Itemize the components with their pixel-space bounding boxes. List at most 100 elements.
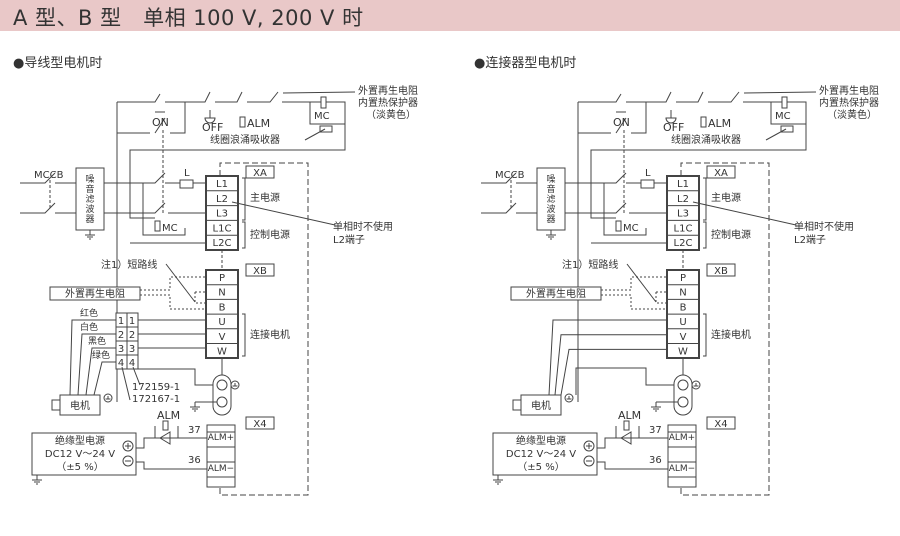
xa-terminal-L1: L1 (216, 179, 228, 190)
mc-label: MC (623, 223, 639, 234)
driver-enclosure (680, 162, 770, 496)
wire (597, 461, 668, 470)
noise-filter-label: 音 (85, 183, 94, 195)
fg-screw-icon (216, 379, 228, 391)
wire (20, 202, 56, 214)
isolated-psu-label: DC12 V～24 V (45, 449, 115, 460)
wire (481, 202, 517, 214)
ext-regen-resistor-box (49, 286, 141, 301)
wire (631, 102, 647, 134)
wire (140, 276, 206, 291)
ext-regen-note: 内置热保护器 (819, 96, 879, 109)
mc-contactor-icon (615, 220, 622, 232)
xa-label-box (706, 165, 736, 179)
xb-terminal-B: B (680, 302, 687, 313)
xb-terminal-P: P (680, 273, 686, 284)
alm-relay-icon (162, 420, 169, 431)
noise-filter-label: 波 (85, 203, 94, 215)
wire (601, 276, 667, 291)
xb-terminal-P: P (219, 273, 225, 284)
wire (117, 93, 161, 103)
motor-label: 电机 (70, 399, 90, 412)
motor-shaft (512, 399, 522, 411)
isolated-psu-label: DC12 V～24 V (506, 449, 576, 460)
surge-absorber-icon (780, 125, 794, 133)
main-power-label: 主电源 (711, 191, 741, 204)
ext-regen-resistor-box (510, 286, 602, 301)
wire (703, 177, 707, 221)
xa-terminal-L3: L3 (216, 209, 228, 220)
x4-label-box (245, 416, 275, 430)
wire (565, 202, 627, 214)
pin-36-label: 36 (649, 455, 662, 466)
isolated-psu-label: 绝缘型电源 (516, 434, 566, 447)
wire (247, 91, 279, 103)
noise-filter-label: 器 (85, 214, 94, 225)
xa-terminal-L1: L1 (677, 179, 689, 190)
wire (770, 102, 806, 125)
xa-terminal-L2: L2 (216, 194, 228, 205)
alm-relay-icon (700, 116, 707, 128)
xb-label: XB (253, 266, 267, 277)
wire (165, 263, 196, 303)
wire (626, 91, 672, 103)
short-wire-label: 注1）短路线 (562, 258, 618, 271)
isolated-psu-label: （±5 %） (517, 461, 564, 473)
connector-pin-label: 4 (129, 358, 135, 369)
xb-terminal-U: U (679, 317, 686, 328)
mc-coil-icon (320, 96, 327, 109)
wire (136, 461, 207, 470)
wire (154, 117, 166, 134)
control-power-label: 控制电源 (250, 228, 290, 241)
ground-wire (575, 367, 674, 395)
xa-label: XA (714, 168, 728, 179)
wire (692, 201, 797, 226)
alm-label: ALM (708, 117, 731, 130)
motor-shaft (51, 399, 61, 411)
wire (104, 172, 166, 184)
ext-regen-resistor-label: 外置再生电阻 (526, 287, 586, 300)
wire (132, 366, 141, 386)
wire-color-label: 黑色 (88, 335, 106, 347)
wire (242, 221, 246, 249)
coil-surge-label: 线圈浪涌吸收器 (671, 133, 741, 146)
control-power-label: 控制电源 (711, 228, 751, 241)
wire (121, 366, 131, 401)
x4-label-box (706, 416, 736, 430)
wire (703, 221, 707, 249)
motor-wire (548, 319, 667, 396)
alm-minus-terminal: ALM− (208, 464, 234, 474)
xa-label: XA (253, 168, 267, 179)
diagram-title-connector: ●连接器型电机时 (474, 56, 577, 71)
connector-pin-label: 4 (118, 358, 124, 369)
x4-label: X4 (714, 419, 727, 430)
x4-label: X4 (253, 419, 266, 430)
wire (626, 263, 657, 303)
ext-regen-resistor-label: 外置再生电阻 (65, 287, 125, 300)
noise-filter-box (536, 167, 566, 231)
xa-terminal-L3: L3 (677, 209, 689, 220)
on-label: ON (152, 116, 169, 129)
alm-minus-terminal: ALM− (669, 464, 695, 474)
xa-terminal-L1C: L1C (674, 223, 693, 234)
wire (676, 91, 704, 103)
motor-wire (93, 361, 116, 396)
xb-terminal-W: W (678, 347, 688, 358)
ground-wire (138, 368, 213, 386)
wire (743, 91, 817, 94)
connector-pin-label: 1 (129, 316, 135, 327)
xa-terminal-L2C: L2C (674, 238, 693, 249)
wire (170, 102, 186, 134)
main-power-label: 主电源 (250, 191, 280, 204)
xb-label-box (706, 263, 736, 277)
xa-terminal-L1C: L1C (213, 223, 232, 234)
off-button-icon (204, 117, 216, 124)
off-label: OFF (202, 121, 223, 134)
connect-motor-label: 连接电机 (250, 328, 290, 341)
wire (565, 172, 627, 184)
wire (231, 201, 336, 226)
wire (194, 292, 206, 304)
reactor-label: L (645, 168, 651, 179)
wire (708, 91, 740, 103)
